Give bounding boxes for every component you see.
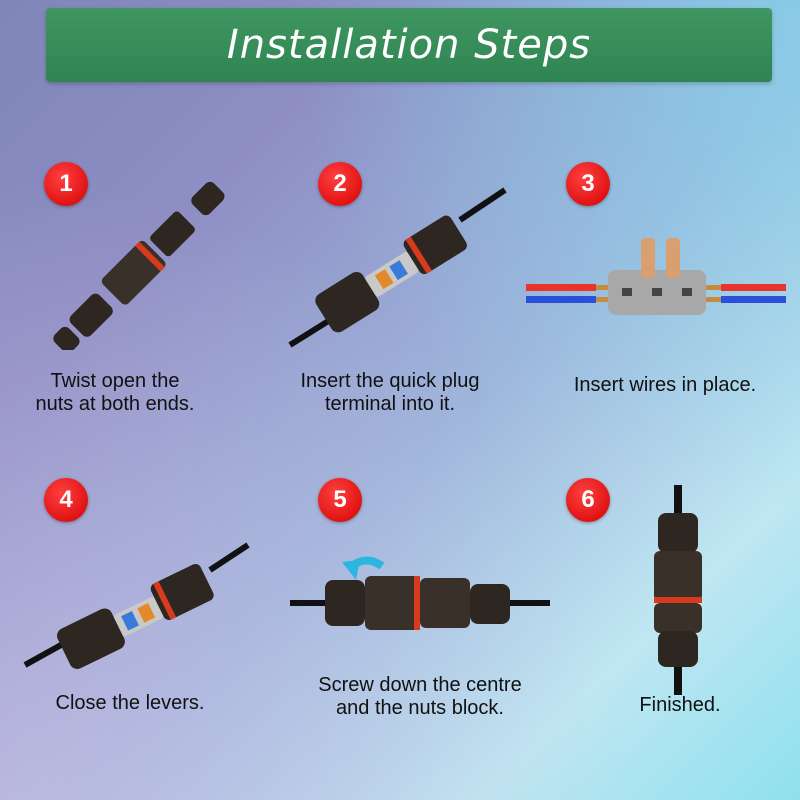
title-banner: Installation Steps <box>46 8 772 82</box>
step-1: 1 Twist open the nuts at both ends. <box>0 150 260 450</box>
step-caption: Screw down the centre and the nuts block… <box>318 674 522 719</box>
step-badge: 3 <box>566 162 610 206</box>
step-badge: 6 <box>566 478 610 522</box>
step-6: 6 Finished. <box>540 470 800 770</box>
connector-open-icon <box>53 181 225 350</box>
connector-screw-icon <box>290 556 550 630</box>
wire-terminal-icon <box>526 238 786 315</box>
connector-levers-icon <box>23 542 250 669</box>
step-3: 3 Insert wires in place. <box>526 150 800 450</box>
page-title: Installation Steps <box>226 22 592 68</box>
step-5: 5 Screw down the centre and the nuts blo… <box>270 470 550 770</box>
connector-insert-icon <box>288 187 507 348</box>
step-caption: Close the levers. <box>55 692 205 714</box>
step-caption: Twist open the nuts at both ends. <box>35 370 195 415</box>
step-4: 4 Close the levers. <box>0 470 260 770</box>
step-caption: Insert the quick plug terminal into it. <box>300 370 480 415</box>
step-badge: 2 <box>318 162 362 206</box>
step-badge: 4 <box>44 478 88 522</box>
connector-finished-icon <box>654 485 702 695</box>
step-caption: Insert wires in place. <box>573 374 757 396</box>
step-badge: 5 <box>318 478 362 522</box>
step-2: 2 Insert the quick plug terminal into it… <box>270 150 530 450</box>
step-badge: 1 <box>44 162 88 206</box>
step-caption: Finished. <box>639 694 721 716</box>
